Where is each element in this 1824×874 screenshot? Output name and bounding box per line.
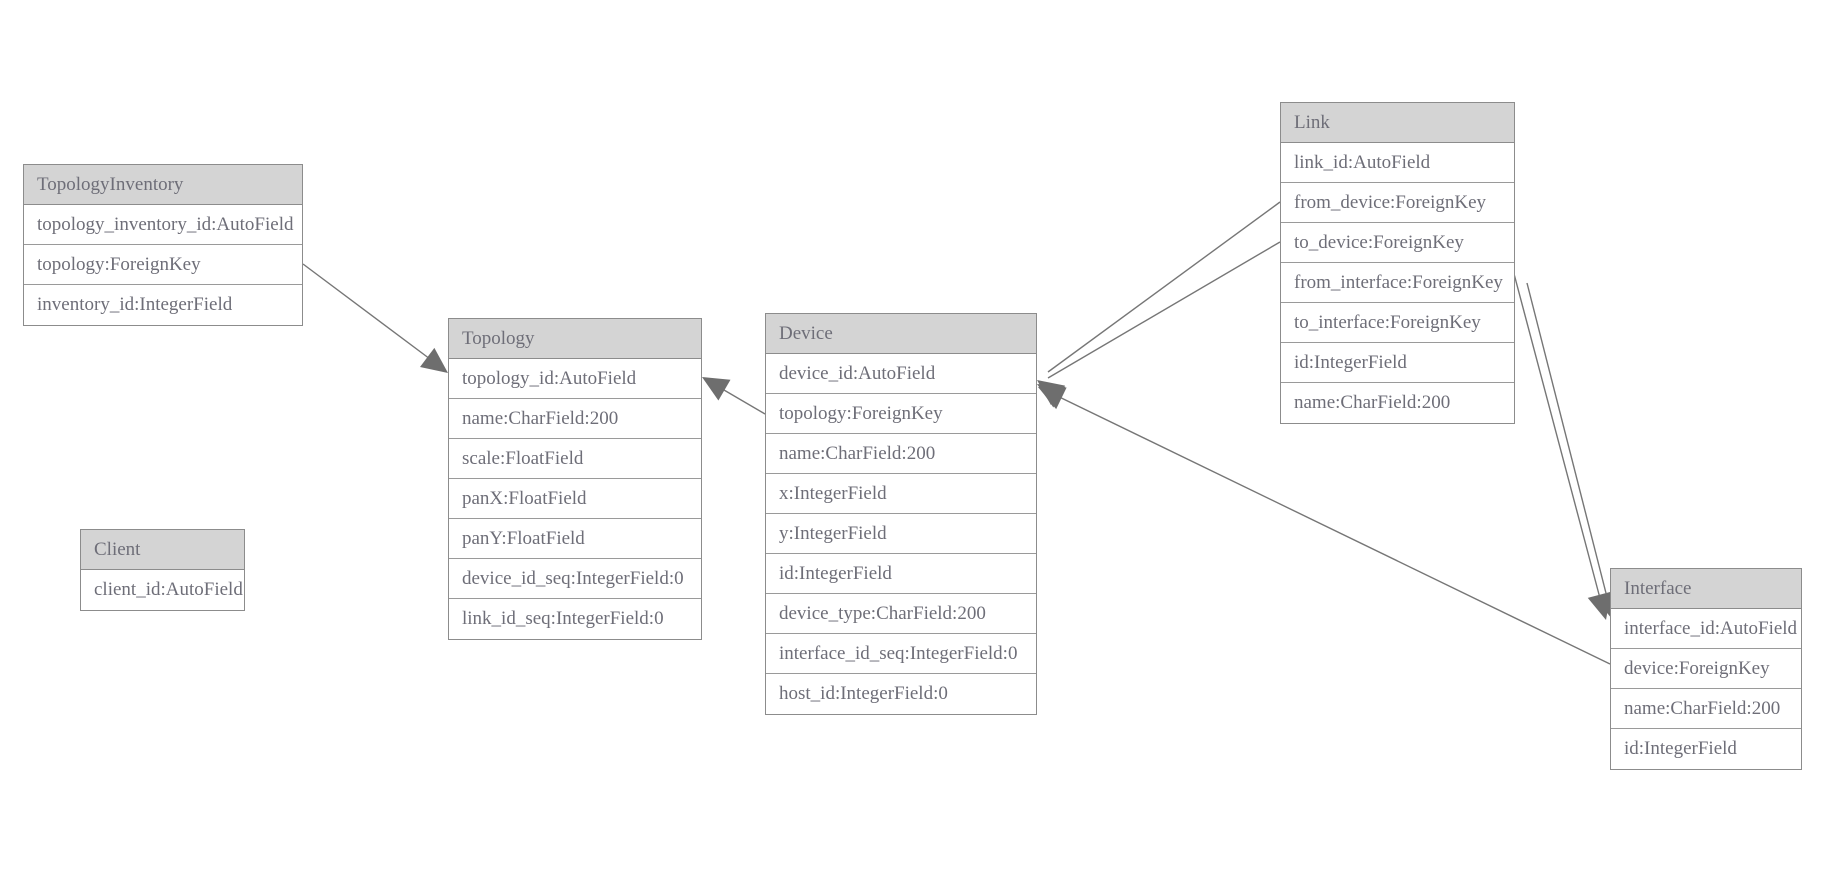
entity-field: id:IntegerField [766, 554, 1036, 594]
entity-field: topology_id:AutoField [449, 359, 701, 399]
entity-field: name:CharField:200 [449, 399, 701, 439]
entity-field: device:ForeignKey [1611, 649, 1801, 689]
entity-field: id:IntegerField [1624, 738, 1737, 759]
entity-field: link_id:AutoField [1281, 143, 1514, 183]
entity-field: device_id_seq:IntegerField:0 [449, 559, 701, 599]
entity-field: from_interface:ForeignKey [1281, 263, 1514, 303]
rel-link-from-device [1037, 201, 1281, 406]
entity-field: topology:ForeignKey [24, 245, 302, 285]
relationship-line [1047, 241, 1281, 379]
entity-field: to_device:ForeignKey [1281, 223, 1514, 263]
entity-field: name:CharField:200 [766, 434, 1036, 474]
entity-field: x:IntegerField [766, 474, 1036, 514]
entity-field: y:IntegerField [766, 514, 1036, 554]
entity-field: topology:ForeignKey [766, 394, 1036, 434]
relationship-line [711, 382, 766, 415]
entity-client[interactable]: Client client_id:AutoField [80, 529, 245, 611]
rel-device-topology [702, 377, 766, 415]
entity-field: interface_id:AutoField [1611, 609, 1801, 649]
relationship-line [302, 263, 439, 366]
entity-field: client_id:AutoField [94, 579, 243, 600]
entity-field: inventory_id:IntegerField [37, 294, 233, 315]
entity-title-topology_inventory: TopologyInventory [24, 165, 302, 205]
relationship-arrowhead [1038, 387, 1067, 410]
entity-field: host_id:IntegerField:0 [779, 683, 948, 704]
entity-title-client: Client [81, 530, 244, 570]
relationship-line [1512, 269, 1602, 603]
entity-title-topology: Topology [449, 319, 701, 359]
entity-field: topology_inventory_id:AutoField [24, 205, 302, 245]
rel-link-from-interface [1512, 269, 1611, 620]
rel-topologyinventory-topology [302, 263, 448, 373]
entity-field: name:CharField:200 [1294, 392, 1451, 413]
entity-field: device_id:AutoField [766, 354, 1036, 394]
entity-field: interface_id_seq:IntegerField:0 [766, 634, 1036, 674]
entity-field: panX:FloatField [449, 479, 701, 519]
entity-field: id:IntegerField [1281, 343, 1514, 383]
entity-field: to_interface:ForeignKey [1281, 303, 1514, 343]
entity-field: device_type:CharField:200 [766, 594, 1036, 634]
entity-field: from_device:ForeignKey [1281, 183, 1514, 223]
entity-field: link_id_seq:IntegerField:0 [462, 608, 664, 629]
entity-title-device: Device [766, 314, 1036, 354]
entity-field: name:CharField:200 [1611, 689, 1801, 729]
relationship-line [1526, 282, 1609, 602]
entity-field: panY:FloatField [449, 519, 701, 559]
rel-link-to-device [1037, 241, 1281, 408]
entity-title-interface: Interface [1611, 569, 1801, 609]
relationship-line [1048, 391, 1611, 665]
relationship-line [1047, 201, 1281, 373]
entity-field: scale:FloatField [449, 439, 701, 479]
entity-title-link: Link [1281, 103, 1514, 143]
